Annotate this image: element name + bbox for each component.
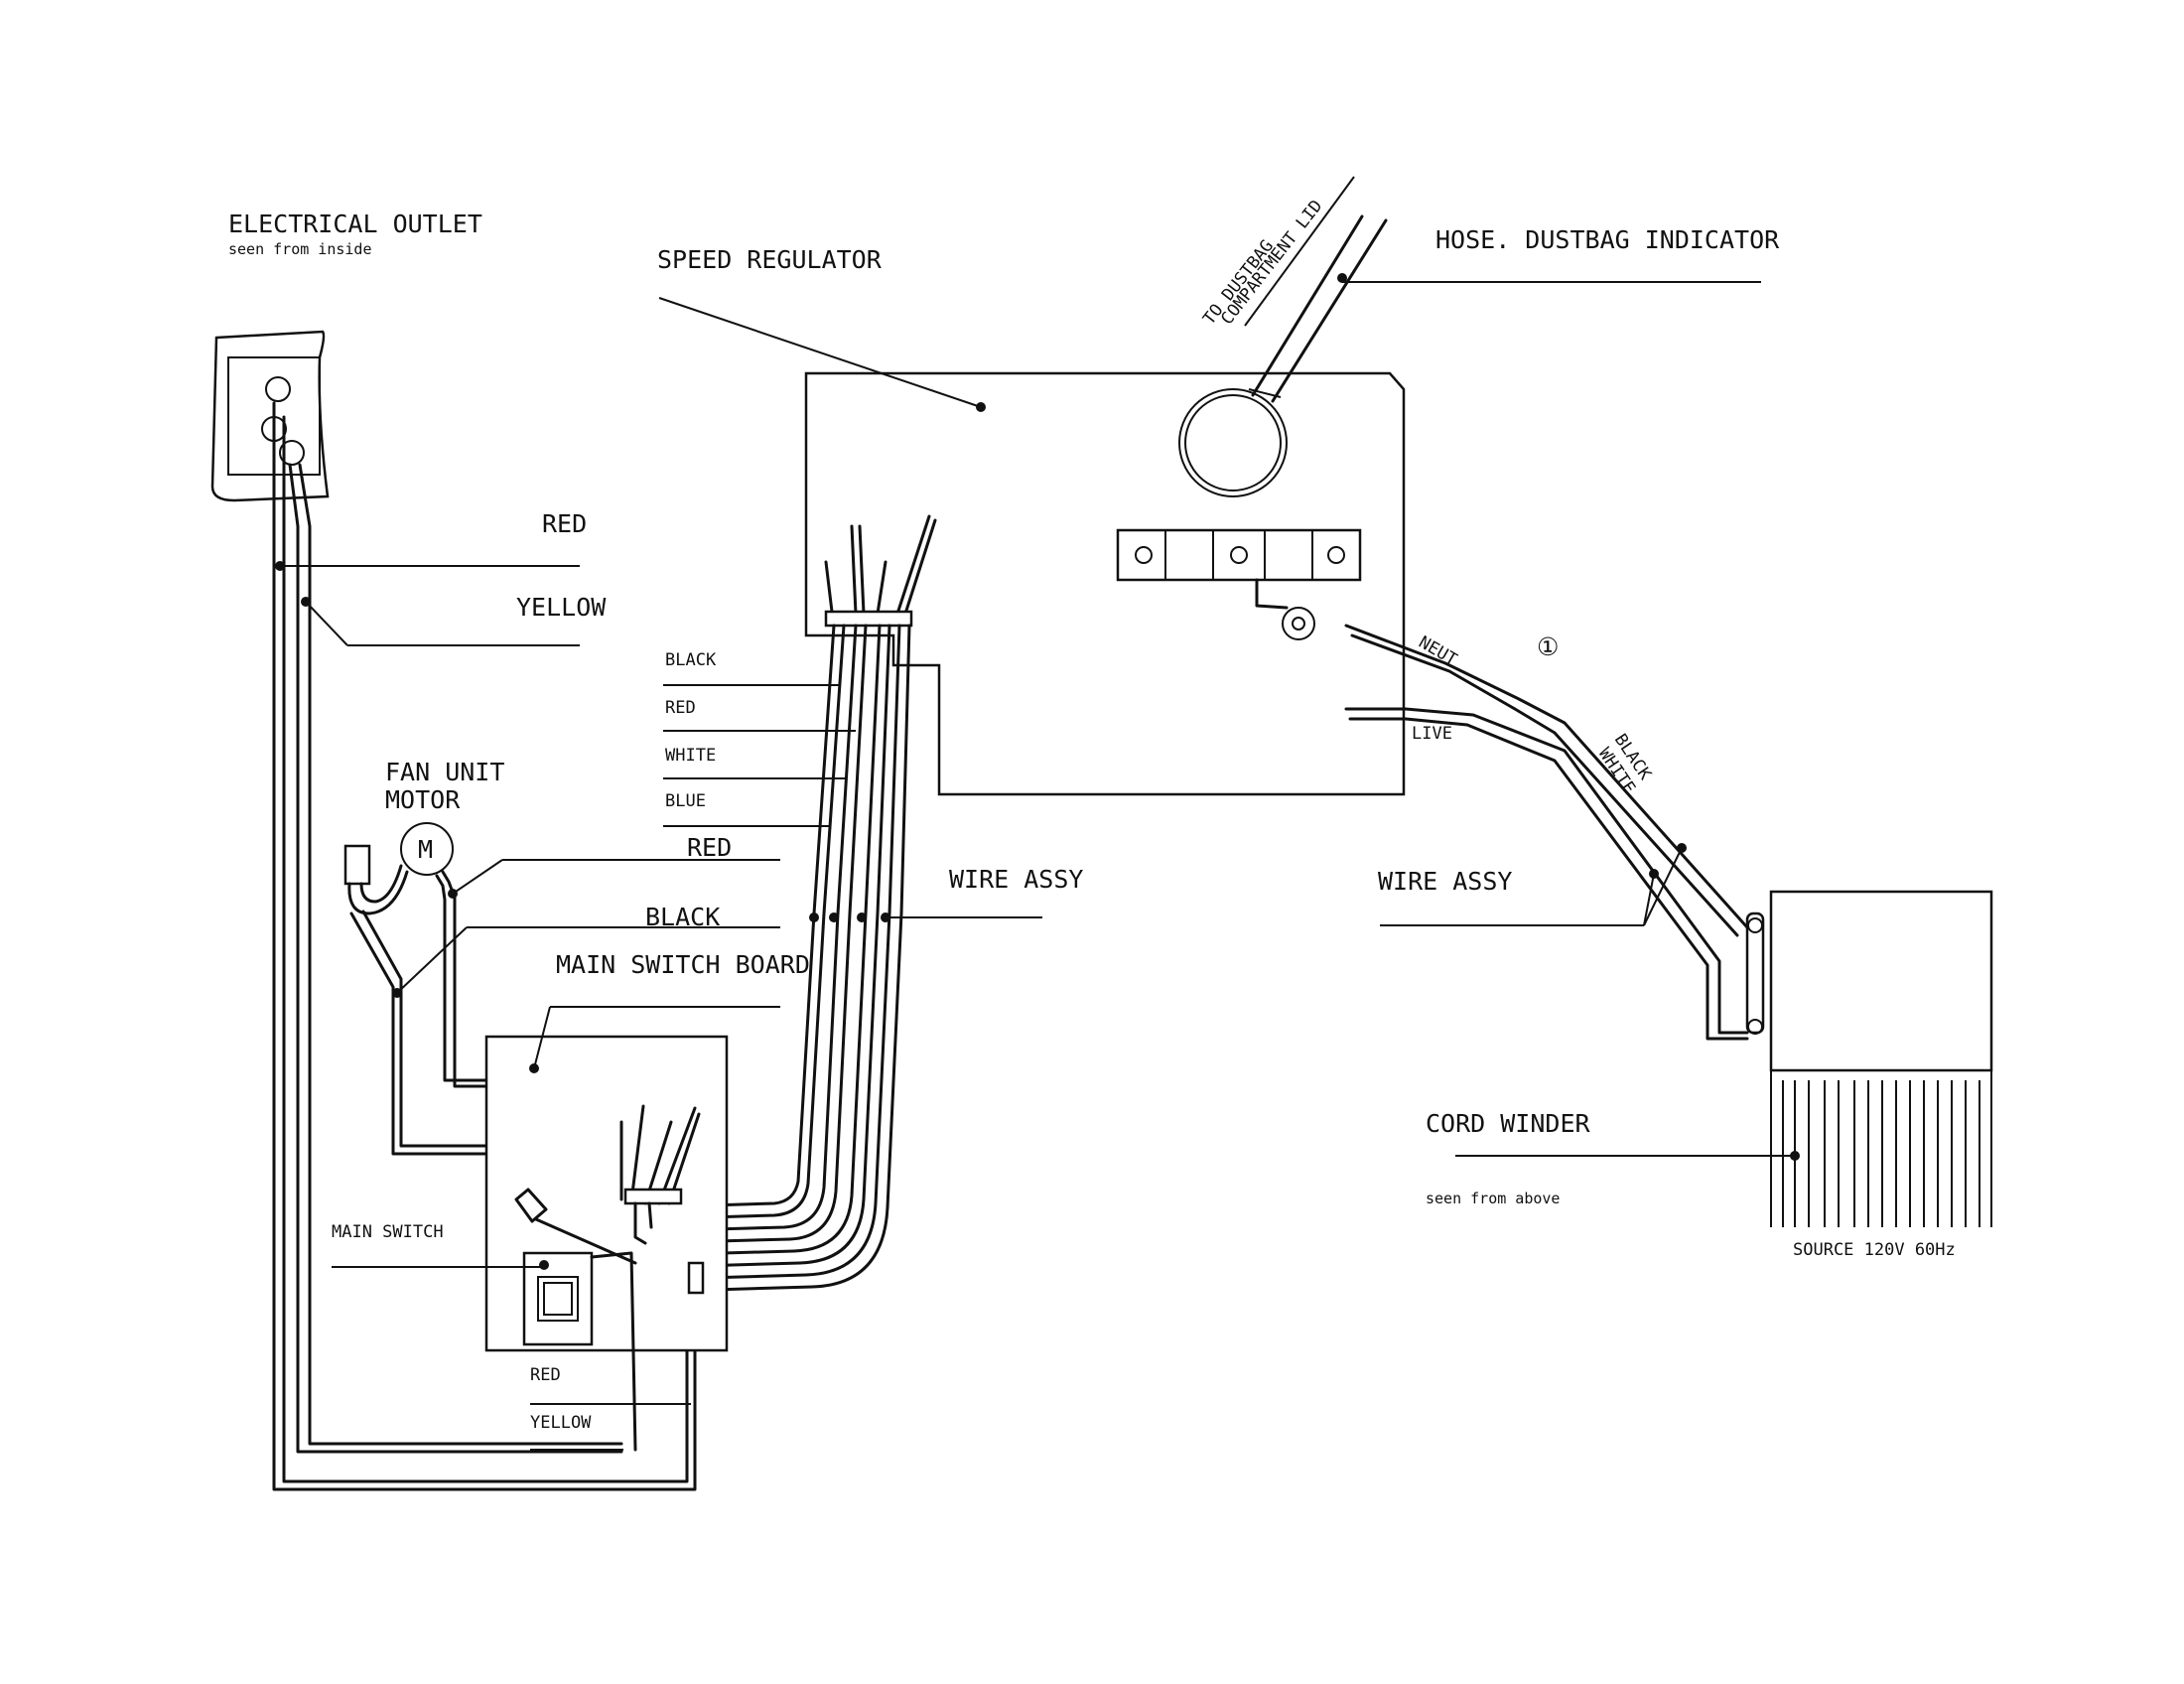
speed-regulator-box	[804, 371, 1406, 796]
regulator-white-label: WHITE	[665, 746, 716, 766]
electrical-outlet-label: ELECTRICAL OUTLET	[228, 210, 482, 238]
motor-black-label: BLACK	[645, 903, 720, 931]
regulator-red-label: RED	[665, 698, 696, 718]
regulator-black-label: BLACK	[665, 650, 717, 670]
cord-winder-label: CORD WINDER	[1426, 1109, 1591, 1138]
main-switch-label: MAIN SWITCH	[332, 1222, 444, 1242]
hose-dustbag-indicator-label: HOSE. DUSTBAG INDICATOR	[1435, 225, 1780, 254]
motor-label: MOTOR	[385, 785, 461, 814]
outlet-yellow-label: YELLOW	[516, 593, 607, 622]
live-label: LIVE	[1412, 724, 1452, 744]
regulator-leaders	[663, 684, 856, 827]
dustbag-indicator	[1178, 176, 1761, 497]
fan-unit-label: FAN UNIT	[385, 758, 504, 786]
main-switch-board	[332, 1006, 780, 1452]
speed-regulator-leader	[658, 297, 982, 408]
cord-winder-sublabel: seen from above	[1426, 1190, 1560, 1207]
switch-red-label: RED	[530, 1365, 561, 1385]
regulator-wire-stubs	[824, 514, 937, 628]
speed-regulator-label: SPEED REGULATOR	[657, 245, 883, 274]
regulator-blue-label: BLUE	[665, 791, 706, 811]
cord-winder	[1455, 890, 1993, 1227]
outlet-red-label: RED	[542, 509, 587, 538]
wire-assy-left	[643, 624, 1042, 1293]
motor-leaders	[392, 859, 780, 998]
electrical-outlet-sublabel: seen from inside	[228, 240, 372, 258]
neut-label: NEUT	[1416, 632, 1460, 670]
to-dustbag-label-2: COMPARTMENT LID	[1217, 197, 1326, 329]
wire-assy-left-label: WIRE ASSY	[949, 865, 1083, 894]
cord-winder-drum	[1770, 1070, 1992, 1227]
motor-symbol: M	[418, 835, 433, 864]
circle-one-marker: ①	[1537, 632, 1559, 661]
outlet-leaders	[275, 561, 580, 646]
electrical-outlet	[210, 330, 330, 502]
outlet-wires	[272, 401, 697, 1491]
terminal-strip	[1116, 528, 1362, 640]
main-switch-board-label: MAIN SWITCH BOARD	[556, 950, 810, 979]
motor-red-label: RED	[687, 833, 732, 862]
source-label: SOURCE 120V 60Hz	[1793, 1240, 1956, 1260]
wire-assy-right	[1344, 624, 1749, 1041]
fan-motor	[343, 822, 488, 1156]
wire-assy-right-label: WIRE ASSY	[1378, 867, 1512, 896]
switch-yellow-label: YELLOW	[530, 1413, 592, 1433]
